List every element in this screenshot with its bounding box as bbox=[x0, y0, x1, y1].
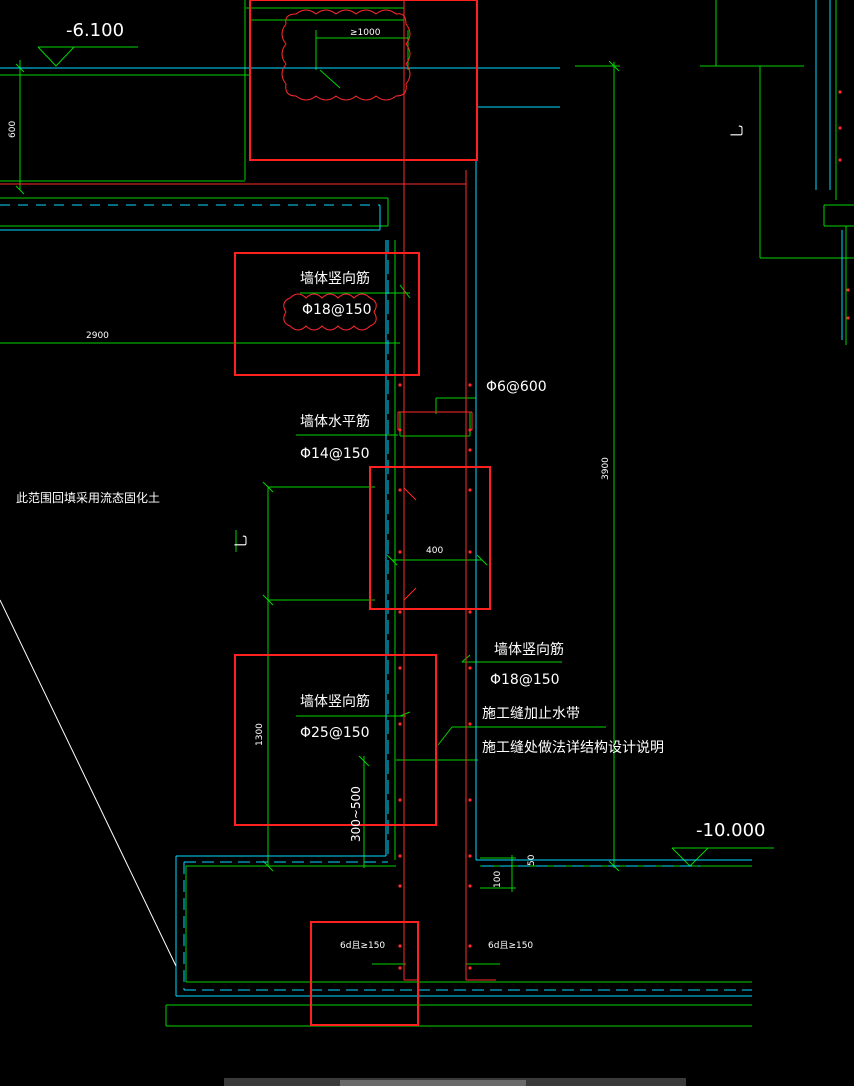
cyan-linework bbox=[0, 0, 843, 997]
section-mark-left: 乚 bbox=[234, 534, 250, 548]
green-linework bbox=[0, 0, 854, 1027]
dim-400: 400 bbox=[426, 546, 443, 556]
dim-50: 50 bbox=[527, 854, 537, 866]
label-backfill-note: 此范围回填采用流态固化土 bbox=[16, 491, 160, 505]
highlight-box-top bbox=[249, 0, 478, 161]
revision-cloud-top bbox=[281, 9, 411, 101]
horizontal-scrollbar-thumb[interactable] bbox=[340, 1080, 526, 1086]
dim-300-500: 300~500 bbox=[349, 786, 363, 842]
elevation-bottom: -10.000 bbox=[696, 820, 765, 841]
label-wall-vertical-2-spec: Φ18@150 bbox=[490, 672, 560, 688]
label-waterstop: 施工缝加止水带 bbox=[482, 706, 580, 722]
highlight-boxes bbox=[234, 0, 491, 1026]
rebar-lines bbox=[0, 0, 496, 981]
dim-3900: 3900 bbox=[601, 457, 611, 480]
label-wall-horizontal-spec: Φ14@150 bbox=[300, 446, 370, 462]
highlight-box-vertical-18 bbox=[234, 252, 420, 376]
label-joint-note: 施工缝处做法详结构设计说明 bbox=[482, 740, 664, 756]
label-wall-vertical-3: 墙体竖向筋 bbox=[300, 693, 370, 710]
section-mark-right: 乚 bbox=[730, 124, 746, 138]
label-wall-vertical-1-spec: Φ18@150 bbox=[302, 302, 372, 318]
highlight-box-400 bbox=[369, 466, 491, 610]
label-wall-vertical-1: 墙体竖向筋 bbox=[300, 270, 370, 287]
lap-left: 6d且≥150 bbox=[340, 940, 385, 951]
lap-right: 6d且≥150 bbox=[488, 940, 533, 951]
dim-2900: 2900 bbox=[86, 331, 109, 341]
highlight-box-vertical-25 bbox=[234, 654, 437, 826]
label-wall-vertical-3-spec: Φ25@150 bbox=[300, 725, 370, 741]
label-wall-horizontal: 墙体水平筋 bbox=[300, 413, 370, 430]
dim-600: 600 bbox=[8, 121, 18, 138]
label-wall-vertical-2: 墙体竖向筋 bbox=[494, 641, 564, 658]
rebar-dots bbox=[398, 90, 850, 970]
dim-1300: 1300 bbox=[255, 723, 265, 746]
backfill-slope-line bbox=[0, 599, 177, 967]
highlight-box-lap bbox=[310, 921, 419, 1026]
revision-cloud-spec bbox=[283, 293, 377, 331]
dim-1000: ≥1000 bbox=[350, 28, 381, 38]
dim-100: 100 bbox=[493, 871, 503, 888]
label-tie-spec: Φ6@600 bbox=[486, 379, 547, 395]
elevation-top: -6.100 bbox=[66, 20, 124, 41]
